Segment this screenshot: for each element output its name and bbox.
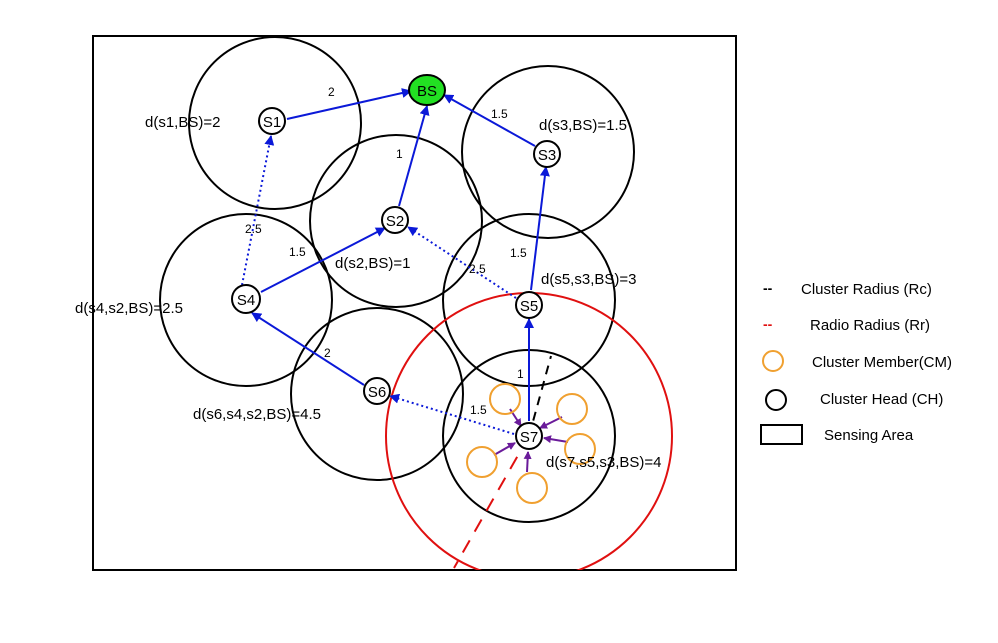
link-s7-s6 bbox=[389, 393, 515, 435]
weight-s5-s2: 2.5 bbox=[469, 262, 486, 276]
legend-cluster-head-icon bbox=[765, 389, 787, 411]
cluster-member bbox=[466, 446, 498, 478]
legend-cluster-member-label: Cluster Member(CM) bbox=[812, 354, 952, 371]
weight-s5-s3: 1.5 bbox=[510, 246, 527, 260]
solid-links bbox=[251, 88, 550, 421]
link-s4-s1 bbox=[241, 135, 275, 286]
node-s6: S6 bbox=[363, 377, 391, 405]
distance-label-s5: d(s5,s3,BS)=3 bbox=[541, 271, 636, 288]
node-label-s6: S6 bbox=[368, 384, 386, 401]
legend-cluster-radius-symbol: -- bbox=[763, 280, 773, 296]
cluster-member bbox=[556, 393, 588, 425]
legend-cluster-member-icon bbox=[762, 350, 784, 372]
cluster-member bbox=[489, 383, 521, 415]
radio-radius-line bbox=[453, 435, 530, 569]
node-label-s7: S7 bbox=[520, 429, 538, 446]
cluster-members bbox=[466, 383, 596, 504]
link-s1-bs bbox=[286, 88, 412, 120]
distance-label-s2: d(s2,BS)=1 bbox=[335, 255, 410, 272]
legend-radio-radius-label: Radio Radius (Rr) bbox=[810, 317, 930, 334]
cluster-circle-s3 bbox=[461, 65, 635, 239]
weight-s7-s5: 1 bbox=[517, 367, 524, 381]
node-s4: S4 bbox=[231, 284, 261, 314]
link-s6-s4 bbox=[251, 312, 365, 386]
legend-cluster-radius-label: Cluster Radius (Rc) bbox=[801, 281, 932, 298]
link-s5-s2 bbox=[407, 226, 517, 299]
node-s2: S2 bbox=[381, 206, 409, 234]
node-label-s4: S4 bbox=[237, 292, 255, 309]
distance-labels: d(s1,BS)=2 d(s2,BS)=1 d(s3,BS)=1.5 d(s4,… bbox=[75, 114, 661, 471]
dotted-links bbox=[241, 135, 517, 435]
legend-cluster-head-label: Cluster Head (CH) bbox=[820, 391, 943, 408]
cluster-member bbox=[516, 472, 548, 504]
weight-s4-s1: 2.5 bbox=[245, 222, 262, 236]
weight-s1-bs: 2 bbox=[328, 85, 335, 99]
link-s4-s2 bbox=[260, 227, 386, 293]
legend-radio-radius-symbol: -- bbox=[763, 316, 773, 332]
node-label-s2: S2 bbox=[386, 213, 404, 230]
legend-sensing-area-icon bbox=[760, 424, 803, 445]
node-s1: S1 bbox=[258, 107, 286, 135]
node-s5: S5 bbox=[515, 291, 543, 319]
node-label-s5: S5 bbox=[520, 298, 538, 315]
weight-s2-bs: 1 bbox=[396, 147, 403, 161]
legend: -- Cluster Radius (Rc) -- Radio Radius (… bbox=[760, 280, 952, 445]
cluster-radius-line bbox=[528, 355, 552, 437]
weight-s3-bs: 1.5 bbox=[491, 107, 508, 121]
link-s2-bs bbox=[398, 105, 430, 207]
cluster-member bbox=[564, 433, 596, 465]
node-s7: S7 bbox=[515, 422, 543, 450]
node-s3: S3 bbox=[533, 140, 561, 168]
node-label-bs: BS bbox=[417, 83, 437, 100]
cluster-circle-s1 bbox=[188, 36, 362, 210]
link-s3-bs bbox=[443, 94, 536, 147]
weight-s7-s6: 1.5 bbox=[470, 403, 487, 417]
legend-sensing-area-label: Sensing Area bbox=[824, 427, 914, 444]
node-label-s3: S3 bbox=[538, 147, 556, 164]
link-s5-s3 bbox=[530, 166, 550, 291]
distance-label-s6: d(s6,s4,s2,BS)=4.5 bbox=[193, 406, 321, 423]
weight-s4-s2: 1.5 bbox=[289, 245, 306, 259]
sensing-area-frame bbox=[92, 35, 737, 571]
distance-label-s1: d(s1,BS)=2 bbox=[145, 114, 220, 131]
node-bs: BS bbox=[408, 74, 446, 106]
cluster-circle-s4 bbox=[159, 213, 333, 387]
distance-label-s3: d(s3,BS)=1.5 bbox=[539, 117, 627, 134]
edge-weights: 2 1 1.5 2.5 1.5 2.5 1.5 2 1 1.5 bbox=[245, 85, 527, 417]
distance-label-s7: d(s7,s5,s3,BS)=4 bbox=[546, 454, 661, 471]
cluster-circle-s2 bbox=[309, 134, 483, 308]
cluster-circle-s6 bbox=[290, 307, 464, 481]
distance-label-s4: d(s4,s2,BS)=2.5 bbox=[75, 300, 183, 317]
node-label-s1: S1 bbox=[263, 114, 281, 131]
weight-s6-s4: 2 bbox=[324, 346, 331, 360]
